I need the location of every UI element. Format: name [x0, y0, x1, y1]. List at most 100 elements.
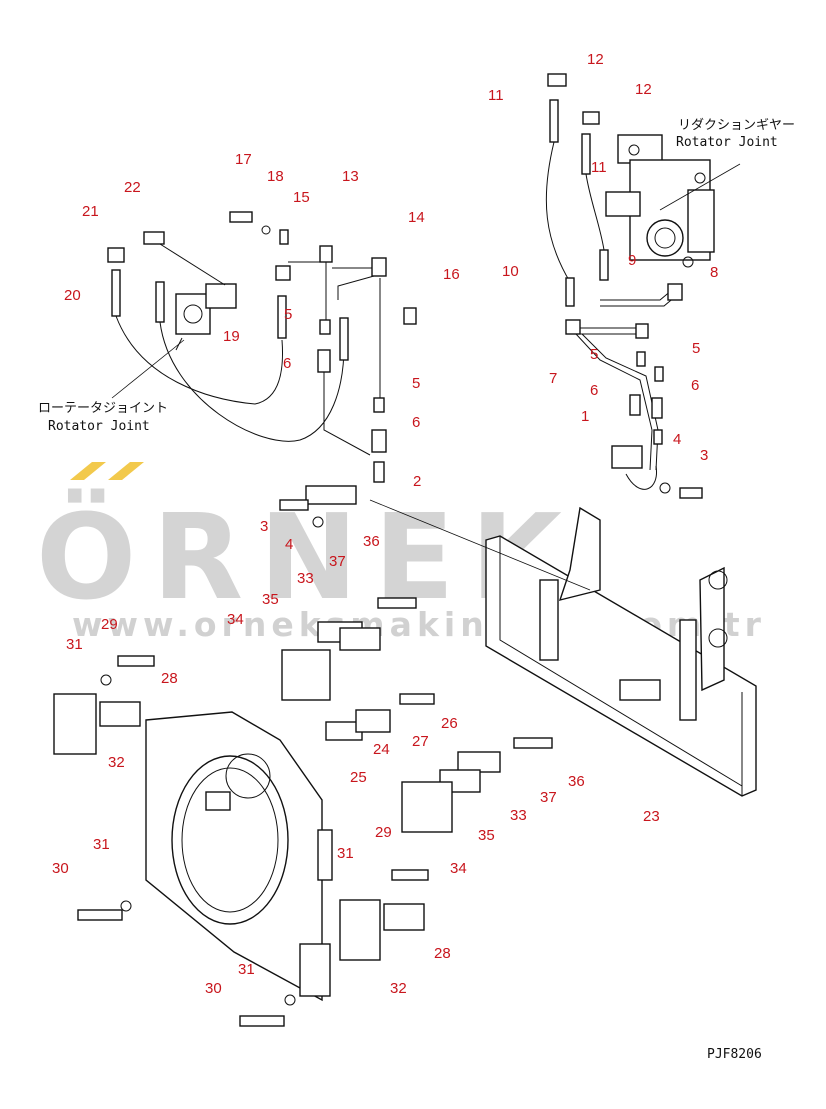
part-number: 4: [285, 536, 293, 553]
rotator-bore: [183, 304, 203, 324]
frame-bracket: [619, 679, 661, 701]
rotator-body: [175, 293, 211, 335]
pipe: [600, 295, 677, 307]
part-number: 34: [450, 860, 467, 877]
elbow-fitting: [107, 247, 125, 263]
part-number: 15: [293, 189, 310, 206]
adapter: [371, 429, 387, 453]
part-number: 10: [502, 263, 519, 280]
hose-fitting: [581, 133, 591, 175]
hose-fitting: [339, 317, 349, 361]
part-number: 6: [691, 377, 699, 394]
bolt: [229, 211, 253, 223]
part-number: 11: [488, 87, 504, 104]
frame-pin: [708, 570, 728, 590]
gear-bolt: [682, 256, 694, 268]
part-number: 5: [412, 375, 420, 392]
washer: [284, 994, 296, 1006]
part-number: 21: [82, 203, 99, 220]
reduction-gear-assembly: [605, 134, 715, 268]
hoses-right: [545, 73, 703, 499]
washer: [312, 516, 324, 528]
hose-fitting: [549, 99, 559, 143]
block: [401, 781, 453, 833]
adapter: [317, 349, 331, 373]
pad: [339, 899, 381, 961]
frame-rib: [679, 619, 697, 721]
part-number: 25: [350, 769, 367, 786]
rotator-joint-label-left: Rotator Joint: [48, 419, 150, 434]
part-number: 26: [441, 715, 458, 732]
part-number: 18: [267, 168, 284, 185]
part-number: 24: [373, 741, 390, 758]
part-number: 3: [700, 447, 708, 464]
part-number: 22: [124, 179, 141, 196]
part-number: 30: [52, 860, 69, 877]
gear-shaft-ring: [646, 219, 684, 257]
bolt: [679, 487, 703, 499]
part-number: 6: [590, 382, 598, 399]
bolt: [377, 597, 417, 609]
frame-pin: [708, 628, 728, 648]
elbow-fitting: [547, 73, 567, 87]
elbow-fitting: [143, 231, 165, 245]
slewing-plate: [145, 711, 323, 1002]
gear-bolt: [628, 144, 640, 156]
pipe: [575, 333, 653, 471]
pipe: [625, 465, 657, 490]
gear-flange: [687, 189, 715, 253]
hose: [159, 321, 345, 442]
washer: [659, 482, 671, 494]
part-number: 32: [108, 754, 125, 771]
plate-small: [457, 751, 501, 773]
part-number: 17: [235, 151, 252, 168]
part-number: 37: [540, 789, 557, 806]
part-number: 1: [581, 408, 589, 425]
watermark: ÖRNEK www.orneksmakinalari.com.tr: [36, 462, 761, 644]
bolt: [117, 655, 155, 667]
part-number: 4: [673, 431, 681, 448]
adapter: [651, 397, 663, 419]
leader-rotator-left: [111, 339, 185, 399]
part-number: 36: [363, 533, 380, 550]
part-number: 28: [434, 945, 451, 962]
block: [281, 649, 331, 701]
part-number: 3: [260, 518, 268, 535]
part-number: 33: [510, 807, 527, 824]
adapter: [653, 429, 663, 445]
bolt: [279, 499, 309, 511]
watermark-accent-right: [108, 462, 144, 480]
part-number: 5: [692, 340, 700, 357]
gear-bolt: [694, 172, 706, 184]
shim: [299, 943, 331, 997]
part-number: 20: [64, 287, 81, 304]
plate-tab: [205, 791, 231, 811]
part-number: 13: [342, 168, 359, 185]
watermark-brand: ÖRNEK: [36, 488, 578, 626]
part-number: 5: [590, 346, 598, 363]
frame-arm: [558, 506, 601, 601]
pipe: [159, 243, 226, 286]
part-number: 8: [710, 264, 718, 281]
part-number: 31: [238, 961, 255, 978]
plate-bore: [181, 767, 279, 913]
plate-small: [339, 627, 381, 651]
gear-top-block: [617, 134, 663, 164]
bolt: [77, 909, 123, 921]
plate-hole: [225, 753, 271, 799]
leader-rotator-right: [659, 163, 741, 211]
gear-side-boss: [605, 191, 641, 217]
part-number: 27: [412, 733, 429, 750]
bolt: [239, 1015, 285, 1027]
part-number: 36: [568, 773, 585, 790]
part-number: 32: [390, 980, 407, 997]
gear-shaft-bore: [654, 227, 676, 249]
hose: [585, 173, 605, 251]
mounting-bracket: [611, 445, 643, 469]
bolt: [399, 693, 435, 705]
washer: [120, 900, 132, 912]
pipe-elbow: [565, 319, 581, 335]
part-number: 16: [443, 266, 460, 283]
hose-fitting: [277, 295, 287, 339]
